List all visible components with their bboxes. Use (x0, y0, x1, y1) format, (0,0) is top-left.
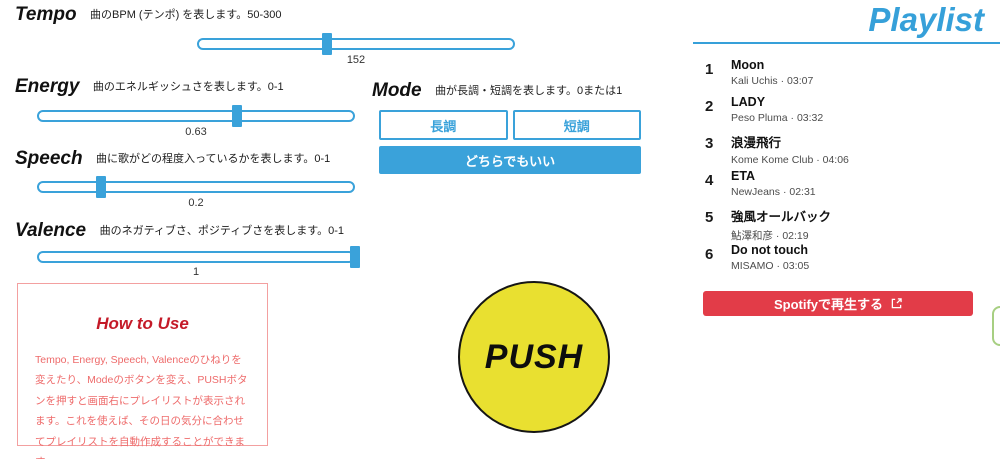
mode-button-group: 長調 短調 (379, 110, 641, 140)
tempo-section-header: Tempo 曲のBPM (テンポ) を表します。50-300 (15, 4, 281, 26)
playlist-title: Playlist (868, 1, 984, 38)
push-button-label: PUSH (484, 337, 584, 376)
valence-description: 曲のネガティブさ、ポジティブさを表します。0-1 (99, 225, 345, 237)
mode-major-button[interactable]: 長調 (379, 110, 508, 140)
speech-value: 0.2 (188, 197, 204, 209)
track-meta: Peso Pluma · 03:32 (731, 112, 824, 124)
speech-label: Speech (15, 148, 83, 169)
track-row-6[interactable]: 6 Do not touch MISAMO · 03:05 (693, 243, 1000, 280)
track-row-1[interactable]: 1 Moon Kali Uchis · 03:07 (693, 58, 1000, 95)
valence-slider-track (37, 251, 355, 263)
track-number: 3 (705, 135, 714, 152)
how-to-use-body: Tempo, Energy, Speech, Valenceのひねりを変えたり、… (35, 354, 248, 459)
valence-slider[interactable] (37, 246, 360, 268)
track-meta: Kali Uchis · 03:07 (731, 75, 814, 87)
track-number: 5 (705, 209, 714, 226)
tempo-description: 曲のBPM (テンポ) を表します。50-300 (90, 9, 282, 21)
energy-slider-handle[interactable] (232, 105, 243, 127)
playlist-header: Playlist (693, 0, 1000, 44)
spotify-play-label: Spotifyで再生する (773, 297, 884, 312)
track-row-3[interactable]: 3 浪漫飛行 Kome Kome Club · 04:06 (693, 132, 1000, 169)
speech-slider-track (37, 181, 355, 193)
mode-minor-button[interactable]: 短調 (512, 110, 641, 140)
mode-label: Mode (372, 80, 422, 101)
track-meta: Kome Kome Club · 04:06 (731, 154, 849, 166)
speech-slider-handle[interactable] (95, 176, 106, 198)
track-title: 浪漫飛行 (731, 136, 782, 150)
tempo-label: Tempo (15, 4, 77, 25)
track-row-2[interactable]: 2 LADY Peso Pluma · 03:32 (693, 95, 1000, 132)
how-to-use-box: How to Use Tempo, Energy, Speech, Valenc… (17, 283, 268, 459)
track-list: 1 Moon Kali Uchis · 03:07 2 LADY Peso Pl… (693, 58, 1000, 280)
track-meta: 鮎澤和彦 · 02:19 (731, 230, 809, 242)
track-number: 6 (705, 246, 714, 263)
clipped-share-button[interactable] (992, 306, 1000, 346)
track-meta: NewJeans · 02:31 (731, 186, 816, 198)
spotify-play-button[interactable]: Spotifyで再生する (703, 291, 973, 316)
track-number: 4 (705, 172, 714, 189)
track-number: 2 (705, 98, 714, 115)
mode-either-button[interactable]: どちらでもいい (379, 146, 641, 174)
tempo-slider[interactable] (197, 33, 515, 55)
track-row-5[interactable]: 5 強風オールバック 鮎澤和彦 · 02:19 (693, 206, 1000, 243)
tempo-slider-track (197, 38, 515, 50)
energy-slider[interactable] (37, 105, 355, 127)
track-title: 強風オールバック (731, 210, 832, 224)
playlist-panel: Playlist 1 Moon Kali Uchis · 03:07 2 LAD… (693, 0, 1000, 280)
track-title: ETA (731, 169, 756, 183)
track-title: Do not touch (731, 243, 809, 257)
energy-description: 曲のエネルギッシュさを表します。0-1 (92, 81, 284, 93)
track-title: LADY (731, 95, 766, 109)
push-button[interactable]: PUSH (458, 281, 610, 433)
energy-value: 0.63 (185, 126, 207, 138)
speech-description: 曲に歌がどの程度入っているかを表します。0-1 (96, 153, 331, 165)
mode-section-header: Mode 曲が長調・短調を表します。0または1 (372, 80, 622, 102)
energy-slider-track (37, 110, 355, 122)
speech-slider[interactable] (37, 176, 355, 198)
valence-slider-handle[interactable] (350, 246, 360, 268)
energy-label: Energy (15, 76, 80, 97)
mode-description: 曲が長調・短調を表します。0または1 (435, 85, 623, 97)
speech-section-header: Speech 曲に歌がどの程度入っているかを表します。0-1 (15, 148, 330, 170)
track-meta: MISAMO · 03:05 (731, 260, 810, 272)
tempo-value: 152 (346, 54, 366, 66)
track-number: 1 (705, 61, 714, 78)
track-title: Moon (731, 58, 765, 72)
valence-label: Valence (15, 220, 87, 241)
energy-section-header: Energy 曲のエネルギッシュさを表します。0-1 (15, 76, 284, 98)
external-link-icon (891, 298, 902, 309)
track-row-4[interactable]: 4 ETA NewJeans · 02:31 (693, 169, 1000, 206)
tempo-slider-handle[interactable] (322, 33, 333, 55)
valence-value: 1 (192, 266, 200, 278)
valence-section-header: Valence 曲のネガティブさ、ポジティブさを表します。0-1 (15, 220, 344, 242)
how-to-use-title: How to Use (96, 314, 189, 333)
